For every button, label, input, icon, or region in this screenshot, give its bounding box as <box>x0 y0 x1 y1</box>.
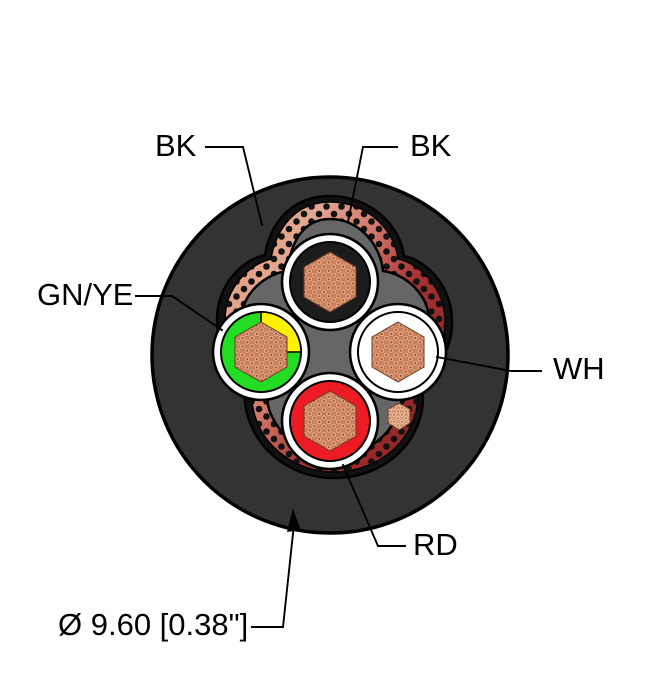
leader-diameter <box>251 522 296 628</box>
label-bk-right: BK <box>410 128 452 163</box>
label-rd: RD <box>413 527 458 562</box>
leader-wh <box>435 355 542 372</box>
leader-bk-left <box>205 146 264 227</box>
conductor-black-top <box>280 232 380 332</box>
conductor-green-yellow-left <box>211 302 311 402</box>
leader-gn-ye <box>135 295 224 332</box>
label-bk-left: BK <box>155 128 197 163</box>
label-outer-diameter: Ø 9.60 [0.38"] <box>58 607 248 642</box>
label-gn-ye: GN/YE <box>37 277 133 312</box>
leader-rd <box>341 463 406 547</box>
label-wh: WH <box>553 351 605 386</box>
drain-wire <box>387 402 411 431</box>
conductor-white-right <box>348 302 448 402</box>
conductor-red-bottom <box>280 371 380 471</box>
diameter-arrowhead <box>287 508 302 532</box>
leader-bk-right <box>346 146 398 224</box>
